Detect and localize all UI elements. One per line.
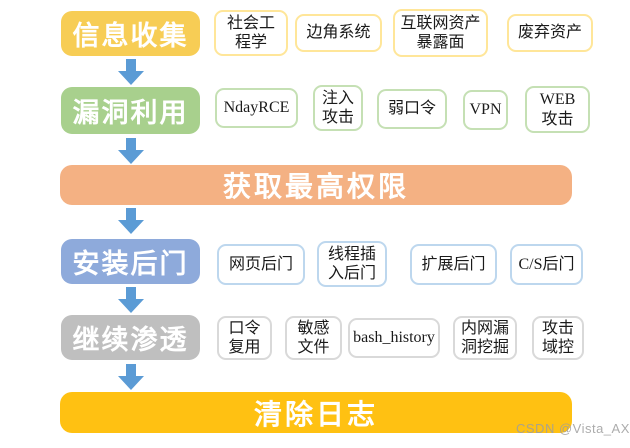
chip-extension-backdoor: 扩展后门 (410, 244, 497, 285)
chip-nday-rce: NdayRCE (215, 88, 298, 128)
arrow-down-icon (118, 59, 144, 85)
stage-continue-penetration: 继续渗透 (61, 315, 200, 360)
stage-vuln-exploitation: 漏洞利用 (61, 87, 200, 134)
arrow-down-icon (118, 364, 144, 390)
watermark-csdn: CSDN @Vista_AX (516, 421, 630, 436)
stage-get-root-privilege: 获取最高权限 (60, 165, 572, 205)
chip-intranet-vuln-mining: 内网漏 洞挖掘 (453, 316, 517, 360)
arrow-down-icon (118, 208, 144, 234)
stage-install-backdoor: 安装后门 (61, 239, 200, 284)
chip-password-reuse: 口令 复用 (217, 316, 272, 360)
chip-abandoned-assets: 废弃资产 (507, 14, 593, 52)
chip-thread-insert-backdoor: 线程插 入后门 (317, 241, 387, 287)
chip-sensitive-files: 敏感 文件 (285, 316, 342, 360)
chip-edge-systems: 边角系统 (295, 14, 382, 52)
arrow-down-icon (118, 138, 144, 164)
chip-social-engineering: 社会工 程学 (214, 10, 288, 56)
chip-web-attack: WEB 攻击 (525, 86, 590, 133)
chip-bash-history: bash_history (348, 318, 440, 358)
chip-attack-domain-controller: 攻击 域控 (532, 316, 584, 360)
chip-cs-backdoor: C/S后门 (510, 244, 583, 285)
arrow-down-icon (118, 287, 144, 313)
chip-weak-password: 弱口令 (377, 89, 447, 129)
chip-injection-attack: 注入 攻击 (313, 85, 363, 131)
stage-clear-logs: 清除日志 (60, 392, 572, 433)
stage-info-gathering: 信息收集 (61, 11, 200, 56)
chip-internet-asset-exposure: 互联网资产 暴露面 (393, 9, 488, 57)
chip-vpn: VPN (463, 90, 508, 130)
chip-webpage-backdoor: 网页后门 (217, 244, 305, 285)
